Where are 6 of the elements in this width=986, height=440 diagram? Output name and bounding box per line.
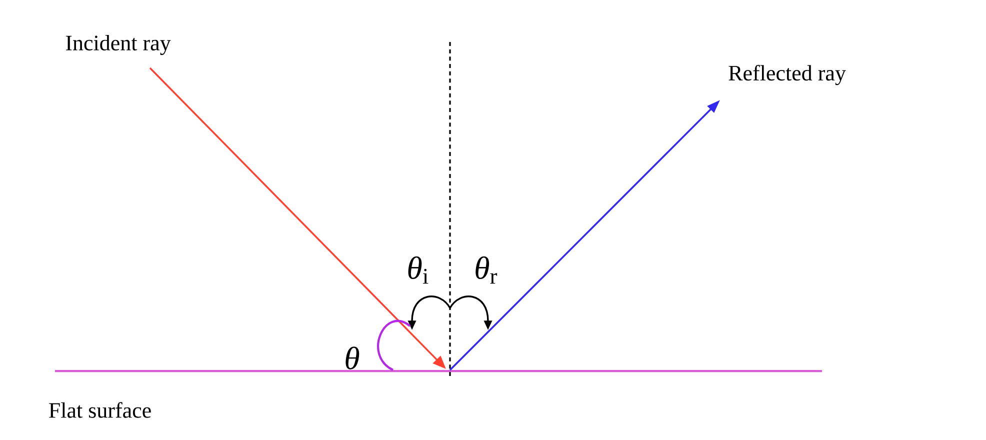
angle-label: θ$_{r}$ <box>476 256 498 284</box>
angle-label: θ$_{i}$ <box>408 256 428 284</box>
ray-label: Reflected ray <box>728 64 846 86</box>
ray-label: Incident ray <box>66 35 171 55</box>
surface-label: Flat surface <box>49 402 151 418</box>
angle-label: θ <box>346 346 360 370</box>
